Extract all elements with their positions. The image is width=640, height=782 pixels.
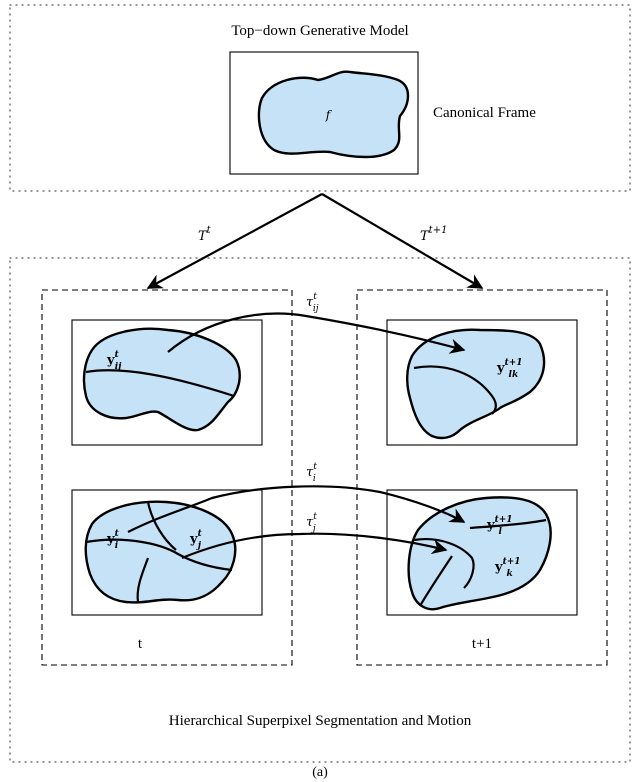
transform-arrow-t1	[321, 193, 484, 289]
segmentation-region	[9, 257, 631, 763]
segment-boundary	[136, 557, 150, 603]
frame-t-label: t	[138, 636, 143, 652]
transform-arrow-t	[146, 193, 323, 289]
frame-t1-coarse-box	[386, 319, 578, 446]
frame-t-coarse-box	[71, 319, 263, 446]
transform-label-t: Tt	[198, 225, 212, 244]
frame-t1-fine-shape	[407, 496, 552, 611]
motion-arrow-tau-ij	[167, 312, 466, 354]
canonical-frame-label: Canonical Frame	[433, 105, 536, 121]
segmentation-title: Hierarchical Superpixel Segmentation and…	[169, 713, 472, 729]
frame-t-fine-box	[71, 489, 263, 616]
frame-t1-container	[356, 289, 608, 666]
frame-t-coarse-shape	[82, 327, 241, 432]
frame-t-container	[41, 289, 293, 666]
generative-model-region	[9, 4, 631, 192]
segment-boundary	[146, 501, 177, 551]
segment-boundary	[85, 538, 233, 572]
frame-t1-fine-box	[386, 489, 578, 616]
motion-arrow-tau-i	[127, 485, 466, 533]
figure-caption: (a)	[312, 765, 328, 780]
canonical-shape-label: f	[325, 108, 333, 122]
motion-arrow-tau-j	[181, 532, 448, 560]
segment-boundary	[413, 365, 497, 415]
canonical-shape	[257, 70, 410, 159]
transform-label-t1: Tt+1	[420, 225, 447, 244]
generative-model-title: Top−down Generative Model	[231, 23, 408, 39]
frame-t1-label: t+1	[472, 636, 492, 652]
frame-t-fine-shape	[84, 500, 237, 604]
segment-boundary	[469, 518, 547, 530]
frame-t1-coarse-shape	[406, 328, 546, 440]
segment-boundary	[85, 369, 235, 398]
segment-boundary	[419, 555, 453, 607]
canonical-frame-box	[229, 51, 419, 175]
